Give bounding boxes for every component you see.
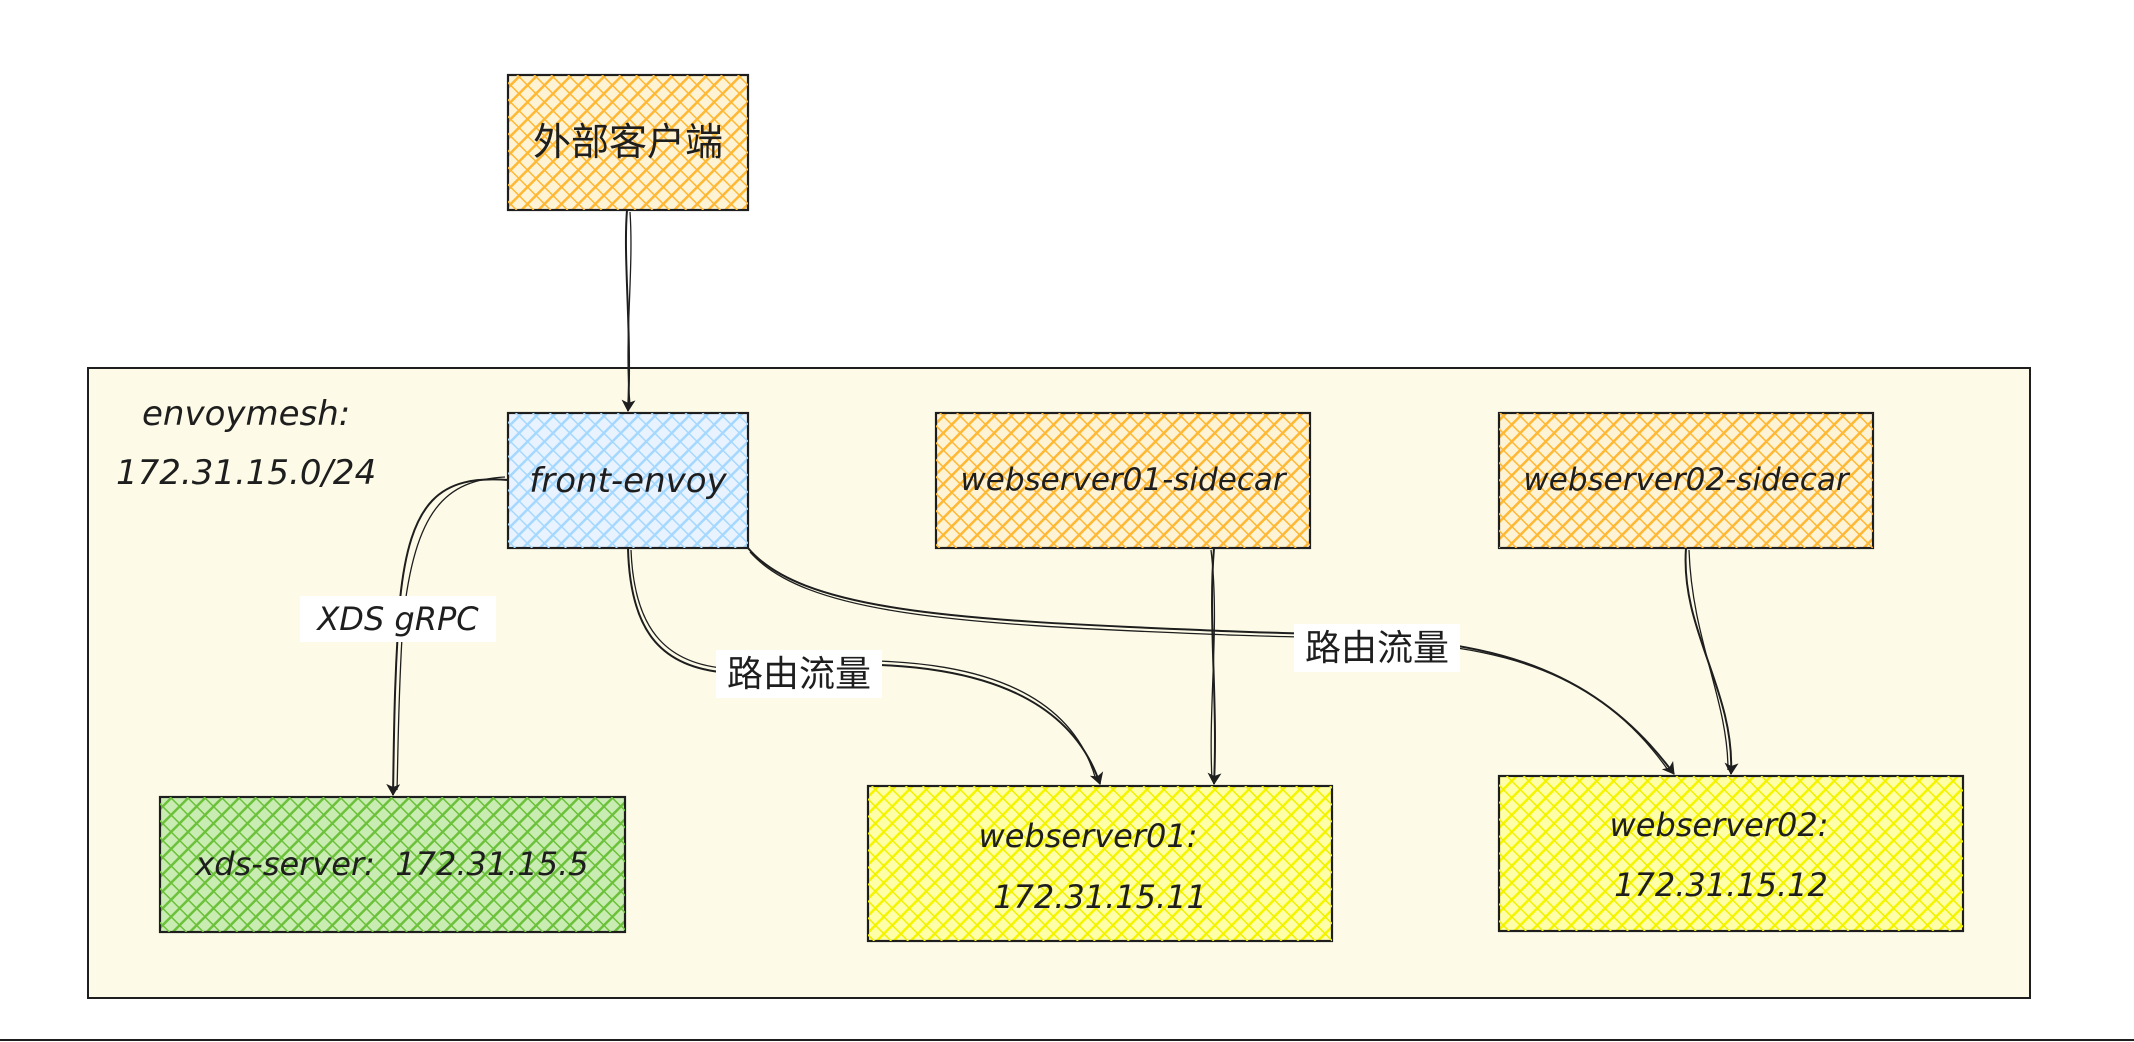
external-client-node: 外部客户端 [506,73,750,212]
front-envoy-node: front-envoy [506,411,750,550]
external-client-label: 外部客户端 [533,120,723,164]
xds-server-label: xds-server: 172.31.15.5 [194,845,588,883]
webserver02-sidecar-label: webserver02-sidecar [1523,462,1850,498]
xds-grpc-label: XDS gRPC [315,600,479,638]
edge-sidecar02-to-webserver02-sketch [1688,549,1729,771]
edge-client-to-front-envoy-sketch [627,211,632,406]
front-envoy-label: front-envoy [529,461,727,501]
webserver02-node: webserver02: 172.31.15.12 [1497,774,1965,933]
mesh-label-name: envoymesh: [142,394,350,434]
webserver02-sidecar-node: webserver02-sidecar [1497,411,1875,550]
edge-labels: XDS gRPC 路由流量 路由流量 [300,596,1460,698]
webserver02-name-label: webserver02: [1610,806,1829,844]
mesh-label-subnet: 172.31.15.0/24 [116,453,376,493]
xds-server-node: xds-server: 172.31.15.5 [158,795,627,934]
route-traffic-label-2: 路由流量 [1305,628,1449,669]
webserver02-ip-label: 172.31.15.12 [1614,866,1828,904]
route-traffic-label-1: 路由流量 [727,654,871,695]
webserver01-name-label: webserver01: [979,817,1198,855]
webserver01-sidecar-label: webserver01-sidecar [960,462,1287,498]
webserver01-ip-label: 172.31.15.11 [993,878,1207,916]
webserver01-node: webserver01: 172.31.15.11 [866,784,1334,943]
edge-front-envoy-to-webserver02-sketch [749,551,1669,771]
webserver01-sidecar-node: webserver01-sidecar [934,411,1312,550]
edge-sidecar01-to-webserver01-sketch [1210,549,1216,781]
